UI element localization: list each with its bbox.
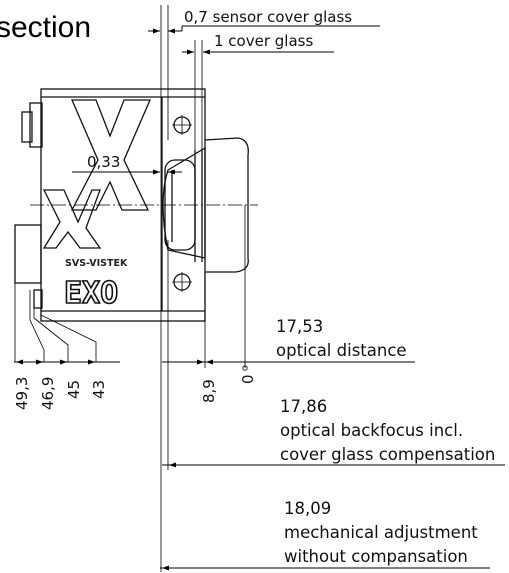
backfocus-value: 17,86 [280,397,327,416]
screw-top-icon [172,115,192,135]
backfocus-label-line1: optical backfocus incl. [280,421,463,440]
mechanical-label-line1: mechanical adjustment [284,523,478,542]
x-logo-shape [70,99,151,211]
sensor-cover-glass-annotation: 0,7 sensor cover glass [148,5,380,140]
screw-bottom-icon [172,272,192,292]
section-title: section [0,11,91,44]
dim-0: 0 [239,374,257,384]
dim-45: 45 [65,380,83,399]
mechanical-label-line2: without compansation [284,547,468,566]
sensor-depth-label: 0,33 [87,153,120,171]
dim-46-9: 46,9 [39,377,57,410]
brand-model-logo: EXO [64,276,118,311]
right-dimension-lines [160,140,505,572]
cover-glass-label: 1 cover glass [214,32,313,50]
x-logo-shape-small [42,189,102,249]
optical-distance-label: optical distance [276,341,407,360]
backfocus-label-line2: cover glass compensation [280,445,495,464]
dim-43: 43 [90,380,108,399]
sensor-depth-annotation: 0,33 [72,153,182,175]
cover-glass-annotation: 1 cover glass [182,32,334,155]
optical-distance-value: 17,53 [276,317,323,336]
sensor-cover-glass-label: 0,7 sensor cover glass [184,8,352,26]
dim-49-3: 49,3 [13,377,31,410]
mechanical-value: 18,09 [284,499,331,518]
left-dimension-leaders [14,283,120,365]
brand-small-logo: SVS-VISTEK [65,258,128,269]
dim-8-9: 8,9 [200,379,218,403]
